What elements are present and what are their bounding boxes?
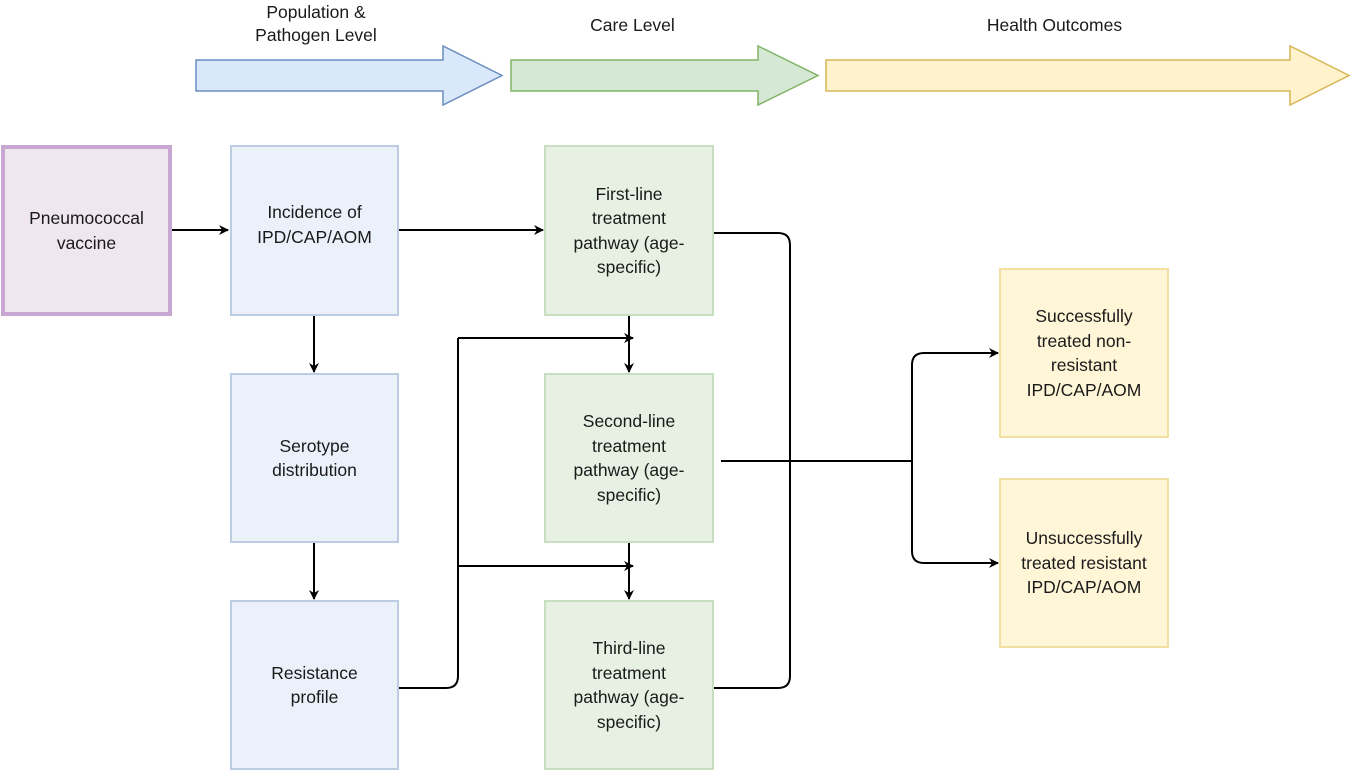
connector-to-failure — [911, 461, 999, 568]
phase-label-care: Care Level — [590, 15, 675, 35]
phase-label-outcomes: Health Outcomes — [986, 15, 1123, 35]
node-resistance-profile: Resistance profile — [230, 600, 399, 770]
phase-arrow-care — [510, 44, 820, 107]
phase-arrow-population — [195, 44, 504, 107]
node-incidence: Incidence of IPD/CAP/AOM — [230, 145, 399, 316]
node-second-line-treatment: Second-line treatment pathway (age- spec… — [544, 373, 714, 543]
phase-label-population: Population & Pathogen Level — [255, 2, 377, 45]
node-unsuccessfully-treated: Unsuccessfully treated resistant IPD/CAP… — [999, 478, 1169, 648]
node-first-line-treatment: First-line treatment pathway (age- speci… — [544, 145, 714, 316]
node-pneumococcal-vaccine: Pneumococcal vaccine — [1, 145, 172, 316]
node-third-line-treatment: Third-line treatment pathway (age- speci… — [544, 600, 714, 770]
node-successfully-treated: Successfully treated non- resistant IPD/… — [999, 268, 1169, 438]
connector-to-success — [911, 348, 999, 461]
phase-arrow-outcomes — [825, 44, 1351, 107]
connector-resistance-trunk — [398, 338, 459, 689]
node-serotype-distribution: Serotype distribution — [230, 373, 399, 543]
